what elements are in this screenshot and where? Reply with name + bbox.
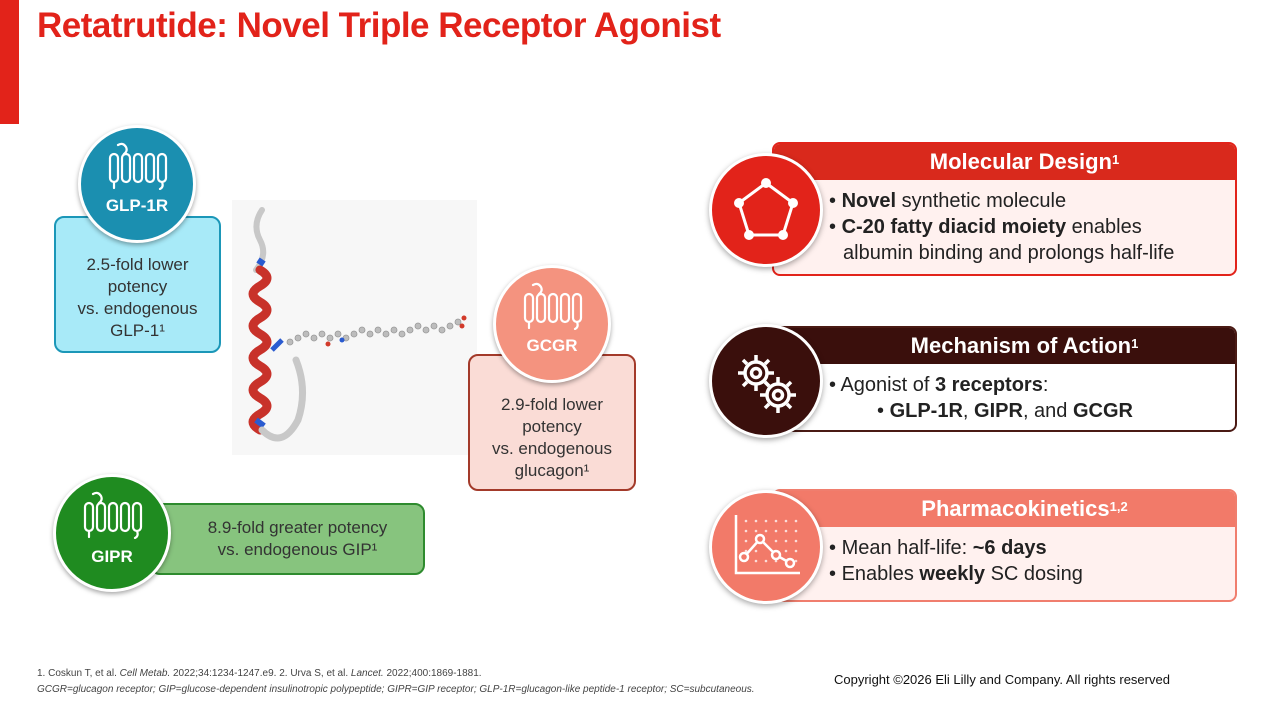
bullet-text: synthetic molecule	[896, 190, 1067, 212]
gcgr-text-line: vs. endogenous	[491, 438, 613, 458]
pentagon-molecule-icon	[734, 178, 798, 240]
gcgr-label: GCGR	[526, 336, 578, 355]
receptor-helix-icon	[523, 282, 583, 330]
citation-sup: 1	[1111, 151, 1120, 167]
citation-sup: 1,2	[1109, 498, 1128, 514]
reference-text: 2022;400:1869-1881.	[383, 668, 482, 679]
references: 1. Coskun T, et al. Cell Metab. 2022;34:…	[37, 666, 755, 682]
gipr-badge: GIPR	[53, 474, 171, 592]
copyright-notice: Copyright ©2026 Eli Lilly and Company. A…	[834, 672, 1170, 687]
bold-text: ~6 days	[972, 537, 1047, 559]
bullet-line: • Enables weekly SC dosing	[829, 563, 1083, 585]
panel-title: Molecular Design	[929, 149, 1112, 174]
glp1r-text-line: vs. endogenous	[77, 298, 198, 318]
pk-curve-icon	[734, 515, 800, 575]
bullet-text: Mean half-life:	[841, 537, 973, 559]
bold-text: 3 receptors	[934, 374, 1043, 396]
glp1r-text-line: 2.5-fold lower	[86, 254, 189, 274]
gcgr-badge: GCGR	[493, 265, 611, 383]
bullet-text: :	[1042, 374, 1049, 396]
accent-bar	[0, 0, 19, 124]
gcgr-text-line: glucagon¹	[514, 460, 590, 480]
bullet-text: Agonist of	[840, 374, 935, 396]
bullet-line: • Agonist of 3 receptors:	[829, 374, 1049, 396]
receptor-helix-icon	[108, 142, 168, 190]
bullet-text: , and	[1022, 400, 1073, 422]
bold-text: GLP-1R	[889, 400, 963, 422]
panel-title: Pharmacokinetics	[921, 496, 1110, 521]
abbreviations-text: GCGR=glucagon receptor; GIP=glucose-depe…	[37, 684, 755, 695]
gipr-text-line: 8.9-fold greater potency	[207, 518, 388, 537]
footnotes: 1. Coskun T, et al. Cell Metab. 2022;34:…	[37, 666, 755, 698]
glp1r-text-line: potency	[107, 276, 168, 296]
gcgr-text-line: 2.9-fold lower	[500, 394, 604, 414]
bullet-text: Enables	[841, 563, 920, 585]
glp1r-label: GLP-1R	[105, 196, 169, 215]
glp1r-badge: GLP-1R	[78, 125, 196, 243]
abbreviations: GCGR=glucagon receptor; GIP=glucose-depe…	[37, 682, 755, 698]
gipr-label: GIPR	[91, 547, 133, 566]
molecular-design-badge	[709, 153, 823, 267]
bullet-text: enables	[1066, 216, 1142, 238]
bold-text: GIPR	[974, 400, 1023, 422]
gcgr-text-line: potency	[522, 416, 582, 436]
reference-text: 1. Coskun T, et al.	[37, 668, 120, 679]
pharmacokinetics-badge	[709, 490, 823, 604]
receptor-helix-icon	[83, 491, 143, 539]
helix-structure-illustration	[248, 207, 467, 442]
gipr-text-line: vs. endogenous GIP¹	[217, 540, 378, 559]
bullet-text: ,	[962, 400, 975, 422]
bold-text: C-20 fatty diacid moiety	[841, 216, 1067, 238]
glp1r-text-line: GLP-1¹	[110, 320, 165, 340]
bold-text: GCGR	[1072, 400, 1133, 422]
bullet-continuation: albumin binding and prolongs half-life	[843, 242, 1175, 264]
gipr-info-box: 8.9-fold greater potency vs. endogenous …	[150, 503, 425, 575]
sub-bullet-line: • GLP-1R, GIPR, and GCGR	[877, 400, 1133, 422]
page-title: Retatrutide: Novel Triple Receptor Agoni…	[37, 6, 721, 45]
bullet-line: • C-20 fatty diacid moiety enables	[829, 216, 1142, 238]
reference-text: 2022;34:1234-1247.e9. 2. Urva S, et al.	[170, 668, 351, 679]
journal-name: Lancet.	[350, 668, 384, 679]
gcgr-info-box: 2.9-fold lower potency vs. endogenous gl…	[468, 354, 636, 491]
bullet-text: SC dosing	[985, 563, 1083, 585]
bullet-line: • Mean half-life: ~6 days	[829, 537, 1047, 559]
journal-name: Cell Metab.	[119, 668, 171, 679]
peptide-structure-image	[232, 200, 477, 455]
bold-text: weekly	[919, 563, 986, 585]
bullet-line: • Novel synthetic molecule	[829, 190, 1067, 212]
panel-title: Mechanism of Action	[910, 333, 1132, 358]
gears-icon	[738, 355, 796, 413]
citation-sup: 1	[1131, 335, 1139, 351]
mechanism-badge	[709, 324, 823, 438]
bold-text: Novel	[841, 190, 897, 212]
